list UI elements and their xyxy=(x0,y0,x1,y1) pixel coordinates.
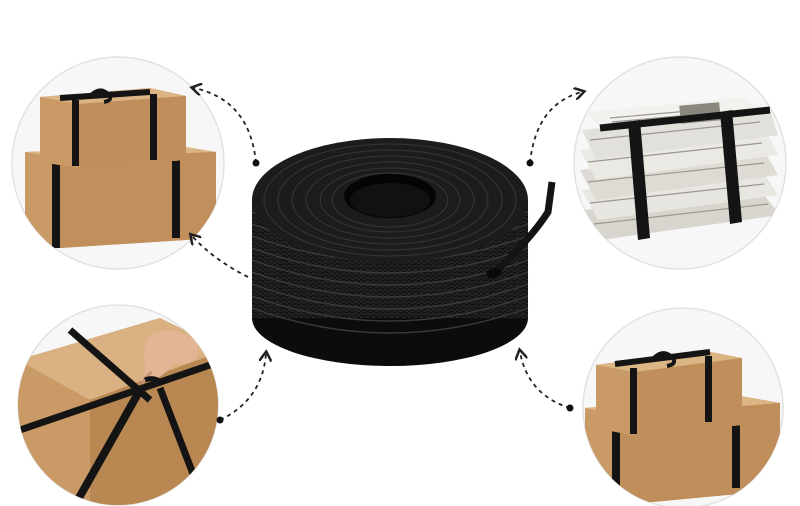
arrow-origin-dots xyxy=(216,159,574,424)
newspaper-bundle-thumbnail xyxy=(573,56,787,270)
dashed-arrow-icon xyxy=(192,88,582,421)
strapping-coil xyxy=(251,138,556,366)
boxes-tied-thumbnail xyxy=(582,307,784,506)
boxes-stacked-thumbnail xyxy=(11,56,225,270)
hand-tying-box-thumbnail xyxy=(17,304,219,506)
